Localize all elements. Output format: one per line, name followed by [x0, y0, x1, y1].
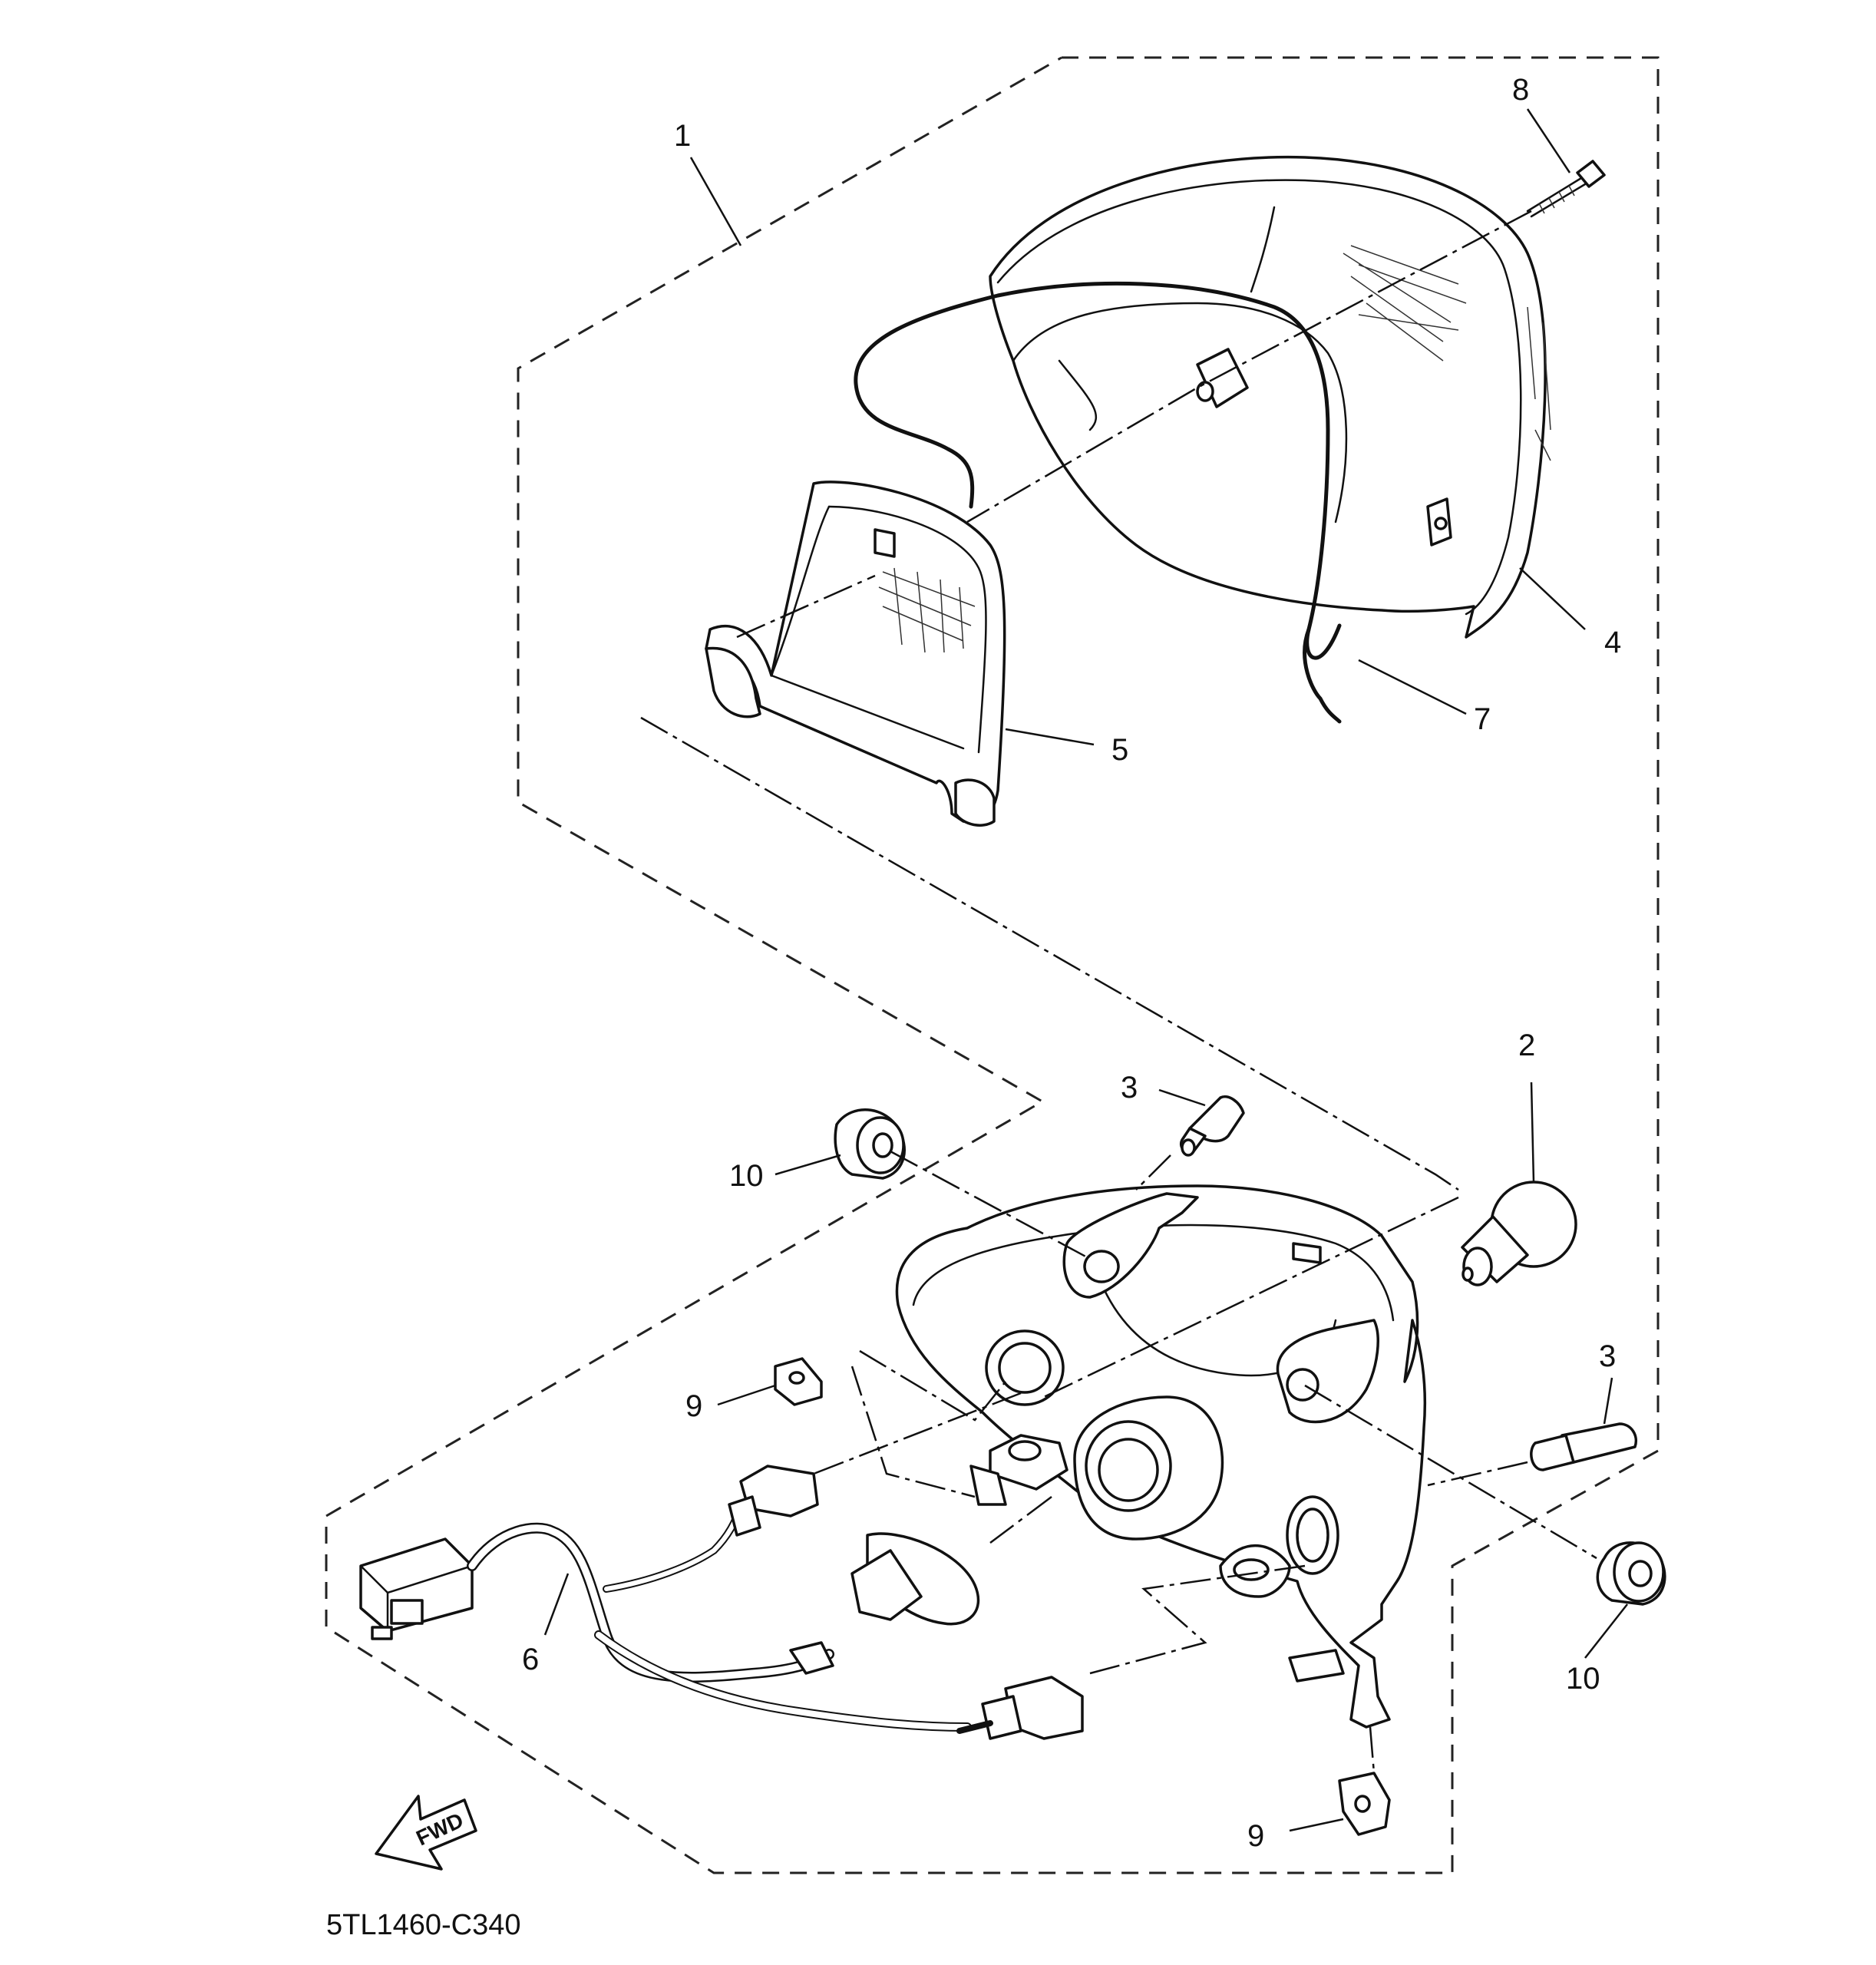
alignment-line-main: [640, 716, 1459, 1191]
callout-7: 7: [1474, 702, 1491, 736]
grommet-part-lower: [1596, 1541, 1666, 1606]
leader-2: [1530, 1082, 1535, 1183]
alignment-line-bulb: [1043, 1196, 1459, 1399]
wire-lead-part: [854, 281, 1342, 660]
callout-10-lower: 10: [1566, 1662, 1600, 1696]
diagram-code: 5TL1460-C340: [326, 1909, 521, 1941]
leader-3-upper: [1158, 1088, 1206, 1107]
nut-part-lower: [1338, 1772, 1391, 1836]
leader-8: [1526, 108, 1571, 173]
leader-3-right: [1603, 1377, 1613, 1425]
wire-harness-part: [359, 1465, 1084, 1740]
lens-part: [989, 155, 1551, 639]
assembly-boundary: [325, 56, 1660, 1874]
alignment-line-frame: [736, 574, 876, 639]
bulb-part: [1461, 1181, 1577, 1286]
leader-9-lower: [1289, 1818, 1344, 1832]
reflector-frame-part: [705, 481, 1006, 827]
callout-1: 1: [674, 119, 691, 153]
alignment-line-grommet-upper: [890, 1150, 1091, 1260]
forward-direction-arrow: FWD: [375, 1795, 477, 1871]
callout-6: 6: [522, 1643, 539, 1676]
callout-3-right: 3: [1599, 1339, 1616, 1373]
grommet-part-upper: [834, 1108, 906, 1180]
small-bulb-part-right: [1530, 1422, 1637, 1471]
callout-10-upper: 10: [729, 1159, 764, 1193]
leader-6: [543, 1573, 570, 1636]
leader-1: [689, 157, 742, 246]
callout-9-lower: 9: [1247, 1819, 1264, 1853]
alignment-line-bulb-small: [1135, 1154, 1171, 1191]
alignment-line-bulb-right: [1427, 1461, 1528, 1487]
leader-9-upper: [717, 1384, 776, 1406]
leader-10-lower: [1584, 1603, 1628, 1659]
callout-9-upper: 9: [685, 1389, 702, 1423]
nut-part-upper: [774, 1357, 823, 1406]
alignment-line-socket: [859, 1349, 1006, 1422]
alignment-line-grommet-lower: [1304, 1384, 1597, 1560]
leader-4: [1519, 567, 1586, 630]
callout-2: 2: [1518, 1029, 1535, 1062]
small-bulb-part-upper: [1180, 1095, 1245, 1157]
screw-part: [1526, 160, 1606, 218]
callout-8: 8: [1512, 73, 1529, 107]
housing-part: [895, 1184, 1427, 1729]
callout-3-upper: 3: [1121, 1071, 1138, 1105]
callout-4: 4: [1604, 626, 1621, 659]
leader-5: [1005, 728, 1095, 746]
leader-10-upper: [775, 1154, 841, 1176]
callout-5: 5: [1111, 733, 1128, 767]
leader-7: [1358, 659, 1467, 715]
